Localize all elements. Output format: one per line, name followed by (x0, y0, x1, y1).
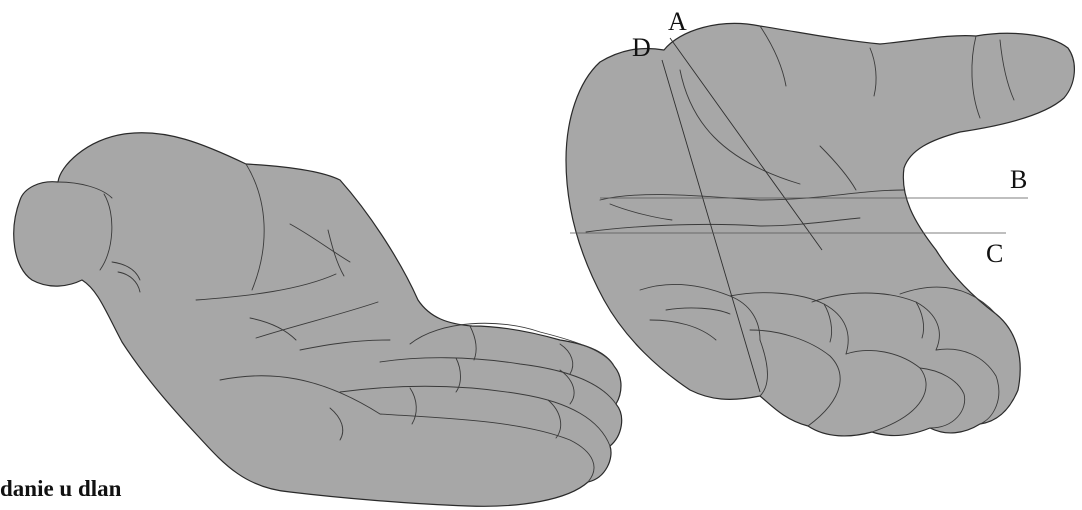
left-hand-outline (14, 133, 622, 507)
right-hand (566, 23, 1074, 435)
diagram-caption: danie u dlan (0, 476, 121, 502)
left-hand (14, 133, 622, 507)
label-c: C (986, 239, 1003, 268)
right-hand-outline (566, 23, 1074, 435)
label-a: A (668, 7, 687, 36)
label-b: B (1010, 165, 1027, 194)
label-d: D (632, 33, 651, 62)
